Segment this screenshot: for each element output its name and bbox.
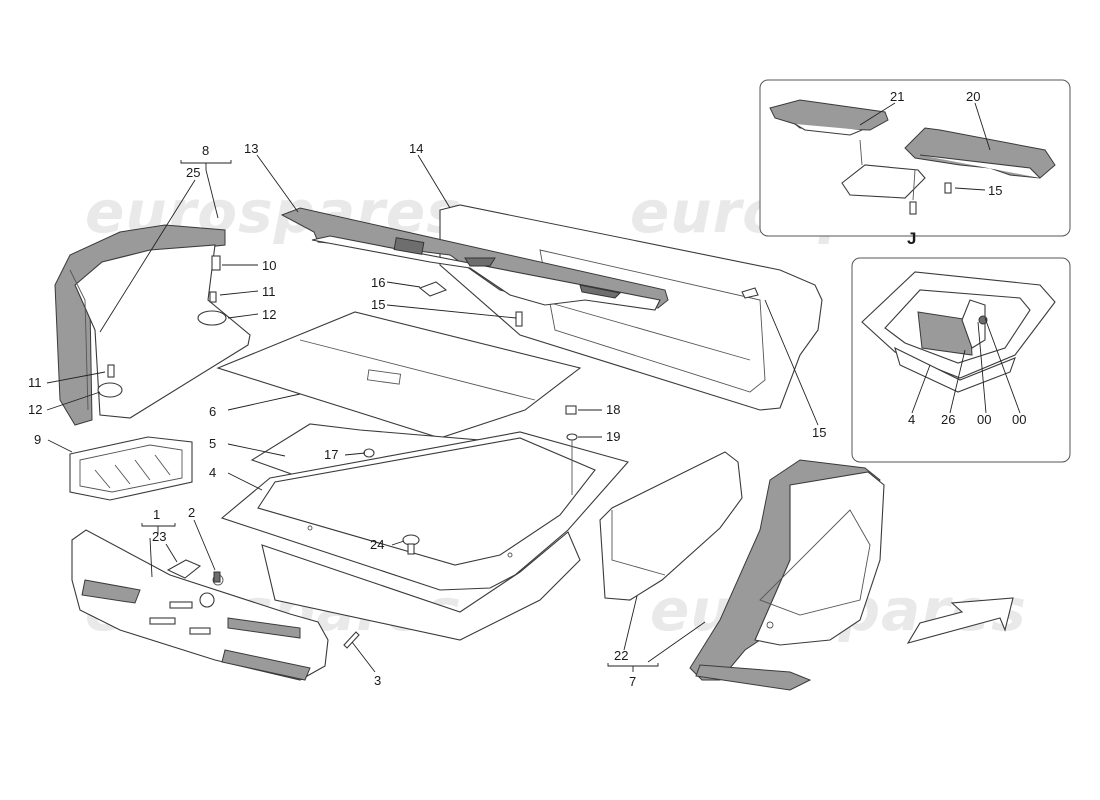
washer-19 [566,433,578,441]
clip-15-right [741,287,759,299]
callout-21: 21 [890,89,904,104]
part-rear-bulkhead-panel [439,204,823,411]
part-cargo-floor-panel [216,311,582,439]
callout-12-upper: 12 [262,307,276,322]
callout-8: 8 [202,143,209,158]
callout-15-right: 15 [812,425,826,440]
part-right-side-trim-small [599,451,743,601]
callout-11-upper: 11 [262,284,276,299]
callout-1: 1 [153,507,160,522]
part-upper-trim-shelf [280,207,669,311]
callout-16: 16 [371,275,385,290]
view-letter-j: J [907,229,916,248]
callout-25: 25 [186,165,200,180]
callout-22: 22 [614,648,628,663]
callout-20: 20 [966,89,980,104]
callout-7: 7 [629,674,636,689]
inset-view-j: 21 20 15 J [759,79,1071,248]
part-left-side-trim [54,224,251,426]
callout-10: 10 [262,258,276,273]
bolt-11-lower [107,364,115,378]
plug-17 [363,448,375,458]
part-air-vent [69,436,193,501]
clip-15-left [515,311,523,327]
washer-12-lower [97,382,123,398]
callout-18: 18 [606,402,620,417]
clip-16 [418,281,448,297]
callout-24: 24 [370,537,384,552]
callout-9: 9 [34,432,41,447]
callout-5: 5 [209,436,216,451]
callout-2: 2 [188,505,195,520]
callout-labels: 8 25 13 14 10 11 12 11 12 9 16 15 15 6 5… [28,141,826,689]
callout-6: 6 [209,404,216,419]
screw-18 [565,405,577,415]
fasteners [97,255,759,649]
leader-lines [46,154,819,673]
direction-arrow-icon [906,597,1014,644]
callout-12-lower: 12 [28,402,42,417]
screw-3 [343,631,360,649]
callout-4: 4 [209,465,216,480]
part-rear-sill-trim [71,529,329,681]
part-trunk-tub [220,431,629,641]
callout-15-left: 15 [371,297,385,312]
inset-storage-tray: 4 26 00 00 [851,257,1071,463]
washer-12-upper [197,310,227,326]
callout-14: 14 [409,141,423,156]
callout-15-inset: 15 [988,183,1002,198]
callout-00-a: 00 [977,412,991,427]
callout-26: 26 [941,412,955,427]
bolt-10 [211,255,221,271]
callout-4-inset: 4 [908,412,915,427]
bolt-11-upper [209,291,217,303]
callout-3: 3 [374,673,381,688]
callout-23: 23 [152,529,166,544]
callout-17: 17 [324,447,338,462]
callout-11-lower: 11 [28,375,42,390]
callout-19: 19 [606,429,620,444]
part-right-side-trim-large [689,459,885,691]
callout-13: 13 [244,141,258,156]
callout-00-b: 00 [1012,412,1026,427]
